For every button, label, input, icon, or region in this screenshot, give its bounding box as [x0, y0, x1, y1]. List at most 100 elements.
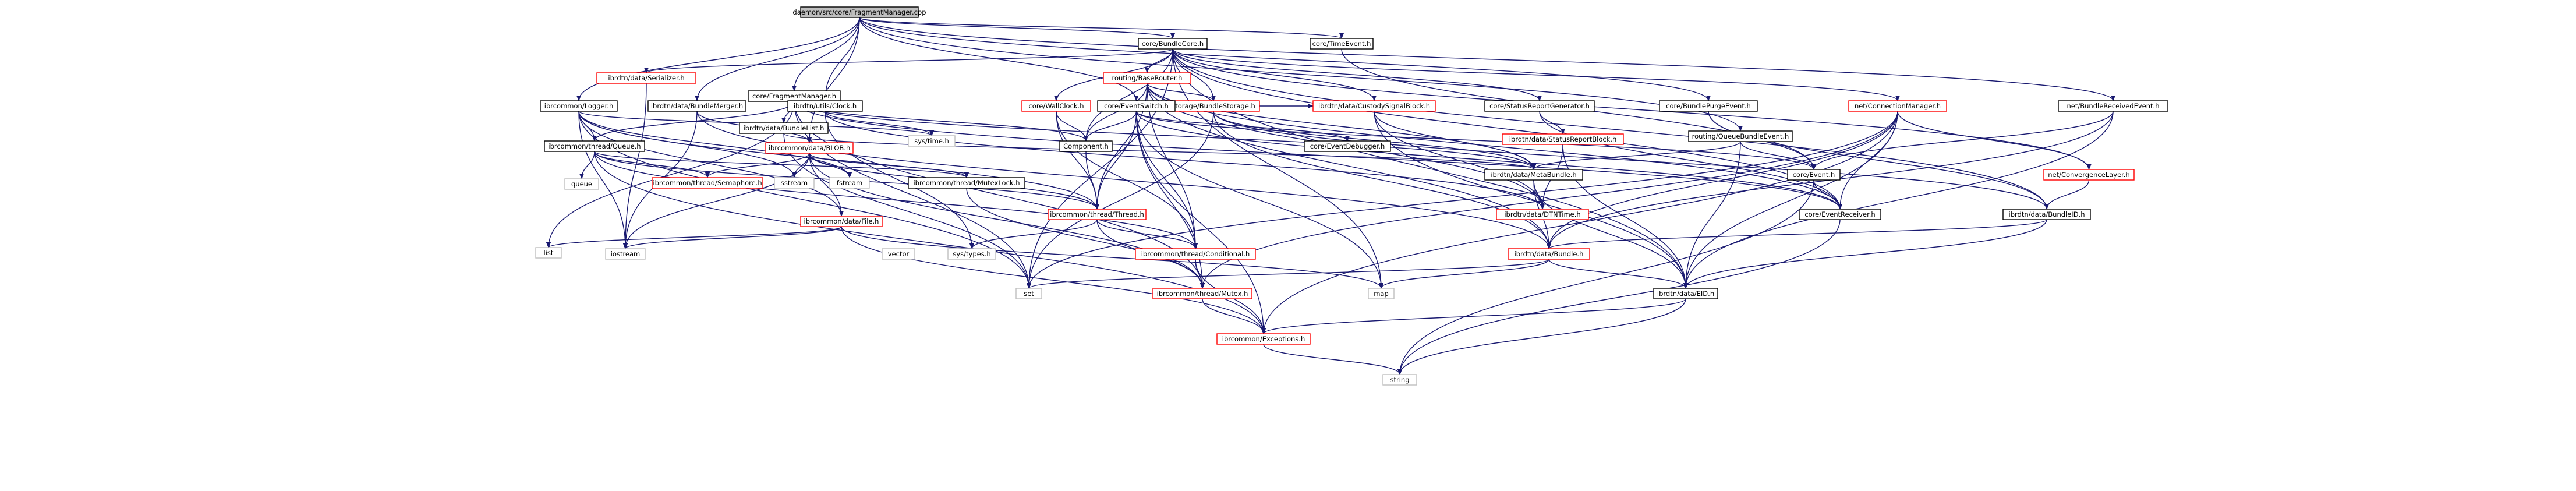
- node-semaphore[interactable]: ibrcommon/thread/Semaphore.h: [652, 177, 763, 189]
- edge-bundlecore-to-component: [1084, 48, 1173, 142]
- node-box: [1310, 38, 1374, 50]
- node-bundle_h[interactable]: ibrdtn/data/Bundle.h: [1508, 248, 1590, 260]
- node-wallclock[interactable]: core/WallClock.h: [1021, 100, 1091, 112]
- node-purgeevent[interactable]: core/BundlePurgeEvent.h: [1659, 100, 1758, 112]
- node-file_h[interactable]: ibrcommon/data/File.h: [800, 216, 883, 227]
- node-label: ibrdtn/utils/Clock.h: [794, 102, 857, 110]
- node-logger[interactable]: ibrcommon/Logger.h: [540, 100, 618, 112]
- node-receivedevent[interactable]: net/BundleReceivedEvent.h: [2058, 100, 2168, 112]
- node-thread_h[interactable]: ibrcommon/thread/Thread.h: [1048, 209, 1147, 220]
- node-component[interactable]: Component.h: [1059, 140, 1113, 152]
- node-label: ibrcommon/data/BLOB.h: [769, 144, 850, 152]
- node-label: queue: [571, 180, 592, 188]
- edge-statusgen-to-eventreceiver: [1539, 111, 1842, 210]
- edge-root-to-receivedevent: [859, 17, 2115, 101]
- node-box: [652, 177, 763, 189]
- node-box: [605, 248, 646, 260]
- node-event_h[interactable]: core/Event.h: [1787, 169, 1841, 181]
- node-label: core/EventSwitch.h: [1104, 102, 1169, 110]
- edge-root-to-purgeevent: [859, 17, 1711, 101]
- node-bundlecore[interactable]: core/BundleCore.h: [1138, 38, 1208, 50]
- node-label: daemon/src/core/FragmentManager.cpp: [792, 8, 926, 16]
- node-eid[interactable]: ibrdtn/data/EID.h: [1653, 288, 1718, 299]
- edge-eventswitch-to-conditional: [1135, 111, 1198, 249]
- node-label: core/WallClock.h: [1028, 102, 1084, 110]
- node-eventswitch[interactable]: core/EventSwitch.h: [1097, 100, 1176, 112]
- node-box: [1138, 38, 1208, 50]
- edge-receivedevent-to-eid: [1683, 111, 2114, 289]
- node-statusblock[interactable]: ibrdtn/data/StatusReportBlock.h: [1502, 133, 1624, 145]
- node-exceptions[interactable]: ibrcommon/Exceptions.h: [1216, 333, 1311, 345]
- edge-root-to-bundlecore: [859, 17, 1175, 39]
- node-clock[interactable]: ibrdtn/utils/Clock.h: [787, 100, 863, 112]
- node-label: core/BundlePurgeEvent.h: [1666, 102, 1751, 110]
- node-bundleid[interactable]: ibrdtn/data/BundleID.h: [2002, 209, 2091, 220]
- edge-clock-to-dtntime: [825, 111, 1545, 210]
- edge-bundlelist-to-metabundle: [783, 133, 1536, 170]
- node-label: routing/BaseRouter.h: [1112, 74, 1183, 82]
- node-basrouter[interactable]: routing/BaseRouter.h: [1103, 72, 1191, 84]
- edge-eventswitch-to-thread_h: [1095, 111, 1137, 210]
- node-eventdebugger[interactable]: core/EventDebugger.h: [1304, 140, 1391, 152]
- node-box: [540, 100, 618, 112]
- edge-bundleid-to-eid: [1683, 219, 2047, 289]
- node-bundlemerger[interactable]: ibrdtn/data/BundleMerger.h: [647, 100, 746, 112]
- node-conditional[interactable]: ibrcommon/thread/Conditional.h: [1135, 248, 1256, 260]
- node-serializer[interactable]: ibrdtn/data/Serializer.h: [596, 72, 696, 84]
- edge-queuebundle-to-event_h: [1740, 141, 1816, 170]
- node-label: routing/QueueBundleEvent.h: [1692, 132, 1789, 140]
- edges: [546, 17, 2115, 375]
- node-root[interactable]: daemon/src/core/FragmentManager.cpp: [792, 6, 926, 18]
- node-dtntime[interactable]: ibrdtn/data/DTNTime.h: [1496, 209, 1589, 220]
- node-box: [765, 142, 854, 154]
- node-label: core/EventReceiver.h: [1804, 210, 1875, 218]
- node-box: [800, 6, 919, 18]
- node-label: ibrcommon/thread/Mutex.h: [1157, 289, 1248, 298]
- node-box: [1787, 169, 1841, 181]
- node-box: [1484, 169, 1583, 181]
- edge-storage-to-metabundle: [1213, 111, 1536, 170]
- edge-bundle_h-to-eid: [1548, 259, 1688, 289]
- node-box: [564, 178, 599, 190]
- node-fragmgr[interactable]: core/FragmentManager.h: [748, 90, 841, 102]
- node-list: list: [535, 247, 562, 259]
- node-box: [1021, 100, 1091, 112]
- node-label: ibrcommon/thread/MutexLock.h: [913, 179, 1020, 187]
- node-connmgr[interactable]: net/ConnectionManager.h: [1848, 100, 1947, 112]
- node-bundlelist[interactable]: ibrdtn/data/BundleList.h: [739, 122, 829, 134]
- edge-root-to-logger: [576, 17, 860, 101]
- node-box: [908, 177, 1025, 189]
- node-box: [1496, 209, 1589, 220]
- node-blob[interactable]: ibrcommon/data/BLOB.h: [765, 142, 854, 154]
- node-queue_h[interactable]: ibrcommon/thread/Queue.h: [544, 140, 645, 152]
- node-convlayer[interactable]: net/ConvergenceLayer.h: [2043, 169, 2135, 181]
- node-mutexlock[interactable]: ibrcommon/thread/MutexLock.h: [908, 177, 1025, 189]
- edge-serializer-to-iostream: [623, 83, 647, 249]
- node-mutex_h[interactable]: ibrcommon/thread/Mutex.h: [1152, 288, 1252, 299]
- node-eventreceiver[interactable]: core/EventReceiver.h: [1799, 209, 1881, 220]
- edge-fragmgr-to-mutex_h: [794, 101, 1205, 289]
- node-box: [596, 72, 696, 84]
- node-queuebundle[interactable]: routing/QueueBundleEvent.h: [1688, 130, 1793, 142]
- edge-blob-to-file_h: [809, 153, 844, 217]
- node-statusgen[interactable]: core/StatusReportGenerator.h: [1484, 100, 1595, 112]
- node-label: core/TimeEvent.h: [1312, 40, 1371, 48]
- edge-root-to-fragmgr: [792, 17, 860, 91]
- edge-bundlecore-to-convlayer: [1172, 48, 2092, 170]
- edge-wallclock-to-conditional: [1056, 111, 1198, 249]
- edge-bundlecore-to-eid: [1172, 48, 1688, 289]
- edge-eventswitch-to-map: [1135, 111, 1383, 289]
- edge-queue_h-to-mutexlock: [594, 151, 969, 178]
- node-label: ibrdtn/data/Bundle.h: [1515, 250, 1584, 258]
- node-timeevent[interactable]: core/TimeEvent.h: [1310, 38, 1374, 50]
- node-custody[interactable]: ibrdtn/data/CustodySignalBlock.h: [1312, 100, 1436, 112]
- node-storage[interactable]: storage/BundleStorage.h: [1167, 100, 1260, 112]
- edge-bundleid-to-bundle_h: [1547, 219, 2047, 249]
- node-label: ibrcommon/Logger.h: [544, 102, 613, 110]
- node-label: ibrdtn/data/BundleID.h: [2009, 210, 2085, 218]
- edge-component-to-thread_h: [1085, 151, 1099, 210]
- node-metabundle[interactable]: ibrdtn/data/MetaBundle.h: [1484, 169, 1583, 181]
- node-label: core/StatusReportGenerator.h: [1489, 102, 1590, 110]
- node-box: [1304, 140, 1391, 152]
